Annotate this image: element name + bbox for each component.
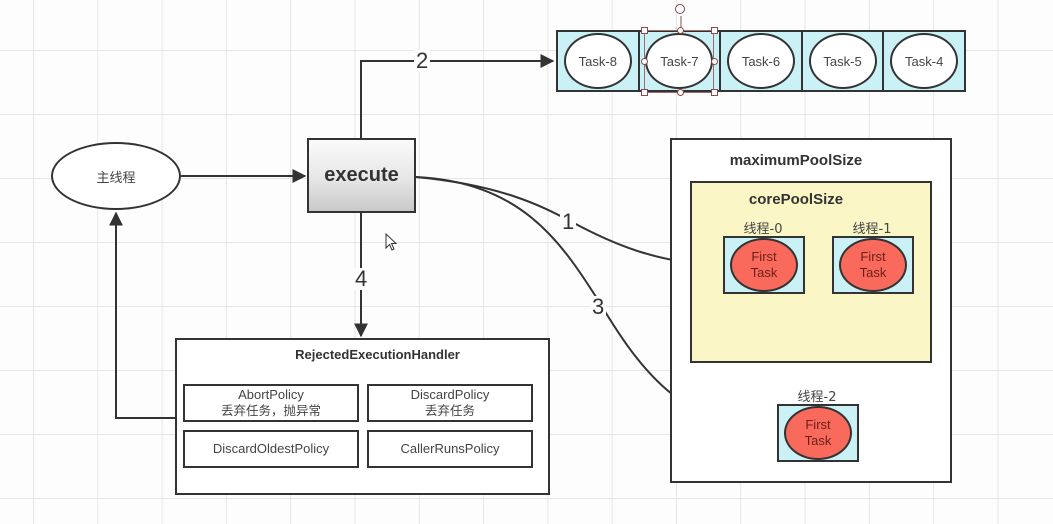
execute-label: execute (324, 164, 399, 186)
resize-handle-s[interactable] (677, 89, 684, 96)
queue-task: Task-5 (808, 33, 877, 89)
arrow-step-2 (360, 54, 555, 138)
handler-title: RejectedExecutionHandler (295, 347, 460, 362)
mouse-cursor-icon (385, 233, 398, 251)
queue-task: Task-7 (645, 33, 714, 89)
policy-abort[interactable]: AbortPolicy 丢弃任务，抛异常 (183, 384, 359, 422)
task-text: First (751, 249, 777, 264)
task-text: Task (859, 265, 887, 280)
policy-name: AbortPolicy (238, 387, 304, 402)
step-label-1: 1 (560, 209, 577, 234)
queue-task: Task-8 (563, 33, 632, 89)
policy-name: DiscardOldestPolicy (212, 441, 330, 456)
step-label-2: 2 (414, 48, 431, 73)
task-queue: Task-8 Task-7 Task-6 Task-5 Task-4 (556, 30, 966, 92)
policy-discard-oldest[interactable]: DiscardOldestPolicy (183, 430, 359, 468)
first-task-oval: First Task (730, 238, 798, 292)
queue-cell[interactable]: Task-4 (882, 30, 966, 92)
main-thread-node[interactable]: 主线程 (51, 142, 181, 210)
thread-1-label: 线程-1 (852, 222, 892, 237)
policy-discard[interactable]: DiscardPolicy 丢弃任务 (367, 384, 533, 422)
resize-handle-sw[interactable] (641, 89, 648, 96)
resize-handle-e[interactable] (711, 58, 718, 65)
step-label-4: 4 (353, 266, 370, 291)
main-thread-label: 主线程 (96, 170, 136, 186)
queue-task: Task-6 (726, 33, 795, 89)
policy-name: CallerRunsPolicy (400, 441, 500, 456)
resize-handle-se[interactable] (711, 89, 718, 96)
arrow-handler-to-main (109, 211, 175, 419)
core-pool-title: corePoolSize (748, 191, 844, 208)
step-label-3: 3 (590, 294, 607, 319)
policy-desc: 丢弃任务 (424, 403, 475, 418)
resize-handle-w[interactable] (641, 58, 648, 65)
queue-cell[interactable]: Task-8 (556, 30, 640, 92)
queue-cell[interactable]: Task-5 (800, 30, 885, 92)
queue-cell[interactable]: Task-6 (719, 30, 803, 92)
policy-desc: 丢弃任务，抛异常 (220, 403, 321, 418)
rotate-handle[interactable] (675, 4, 685, 14)
resize-handle-n[interactable] (677, 27, 684, 34)
queue-task: Task-4 (890, 33, 959, 89)
thread-1-box[interactable]: First Task (832, 236, 914, 294)
thread-2-box[interactable]: First Task (777, 404, 859, 462)
task-text: First (805, 417, 831, 432)
resize-handle-ne[interactable] (711, 27, 718, 34)
policy-caller-runs[interactable]: CallerRunsPolicy (367, 430, 533, 468)
thread-0-label: 线程-0 (743, 222, 783, 237)
first-task-oval: First Task (839, 238, 907, 292)
policy-name: DiscardPolicy (410, 387, 490, 402)
task-text: Task (804, 433, 832, 448)
thread-2-label: 线程-2 (797, 390, 837, 405)
task-text: First (860, 249, 886, 264)
queue-cell-selected[interactable]: Task-7 (637, 30, 722, 92)
first-task-oval: First Task (784, 406, 852, 460)
maximum-pool-title: maximumPoolSize (729, 152, 863, 169)
task-text: Task (750, 265, 778, 280)
thread-0-box[interactable]: First Task (723, 236, 805, 294)
execute-node[interactable]: execute (307, 138, 416, 213)
resize-handle-nw[interactable] (641, 27, 648, 34)
